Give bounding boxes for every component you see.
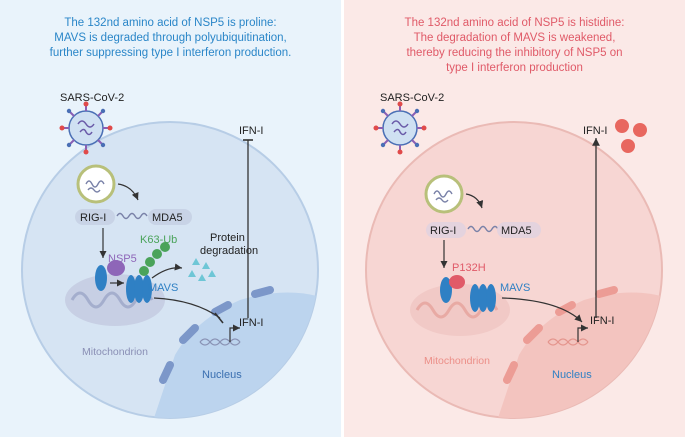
left-mavs-shape [126,275,152,303]
left-k63-label: K63-Ub [140,234,177,246]
left-degradation-label: degradation [200,245,258,257]
left-caption: The 132nd amino acid of NSP5 is proline:… [49,17,292,59]
left-virus-label: SARS-CoV-2 [60,92,124,104]
fragment-icon [188,258,216,281]
left-ifn-top-label: IFN-I [239,125,263,137]
right-nsp5-shape [449,275,465,289]
right-anchor-protein [440,277,452,303]
left-mavs-to-ifn [153,297,221,319]
vesicle-icon [76,164,116,204]
right-mda-badge [497,222,541,238]
right-rig-label: RIG-I [430,225,456,237]
vesicle-icon [424,174,464,214]
panel-divider [341,0,344,437]
right-mda-label: MDA5 [501,225,532,237]
left-mda-label: MDA5 [152,212,183,224]
left-nucleus-label: Nucleus [202,369,242,381]
right-virus-label: SARS-CoV-2 [380,92,444,104]
right-ifn-nucleus-label: IFN-I [590,315,614,327]
ubiquitin-chain-icon [139,242,170,276]
ifn-dot-icon [615,119,647,153]
right-mavs-to-ifn [501,297,583,323]
right-nucleus-label: Nucleus [552,369,592,381]
left-mito-label: Mitochondrion [82,346,148,358]
right-mito-label: Mitochondrion [424,355,490,367]
dna-icon [547,338,589,346]
left-rig-badge [75,209,115,225]
left-cell [21,121,319,419]
left-mda-badge [148,209,192,225]
left-ifn-nucleus-label: IFN-I [239,317,263,329]
left-protein-label: Protein [210,232,245,244]
left-nsp5-shape [107,260,125,276]
virus-icon [373,101,427,155]
right-ifn-top-label: IFN-I [583,125,607,137]
rna-icon [467,225,499,233]
right-mavs-shape [470,284,496,312]
left-nsp5-label: NSP5 [108,253,137,265]
left-rig-label: RIG-I [80,212,106,224]
virus-icon [59,101,113,155]
dna-icon [199,338,241,346]
right-rig-badge [426,222,466,238]
left-mavs-label: MAVS [148,282,178,294]
right-p132h-label: P132H [452,262,486,274]
right-cell [365,121,663,419]
left-anchor-protein [95,265,107,291]
right-mavs-label: MAVS [500,282,530,294]
rna-icon [116,212,148,220]
right-caption: The 132nd amino acid of NSP5 is histidin… [404,17,625,74]
